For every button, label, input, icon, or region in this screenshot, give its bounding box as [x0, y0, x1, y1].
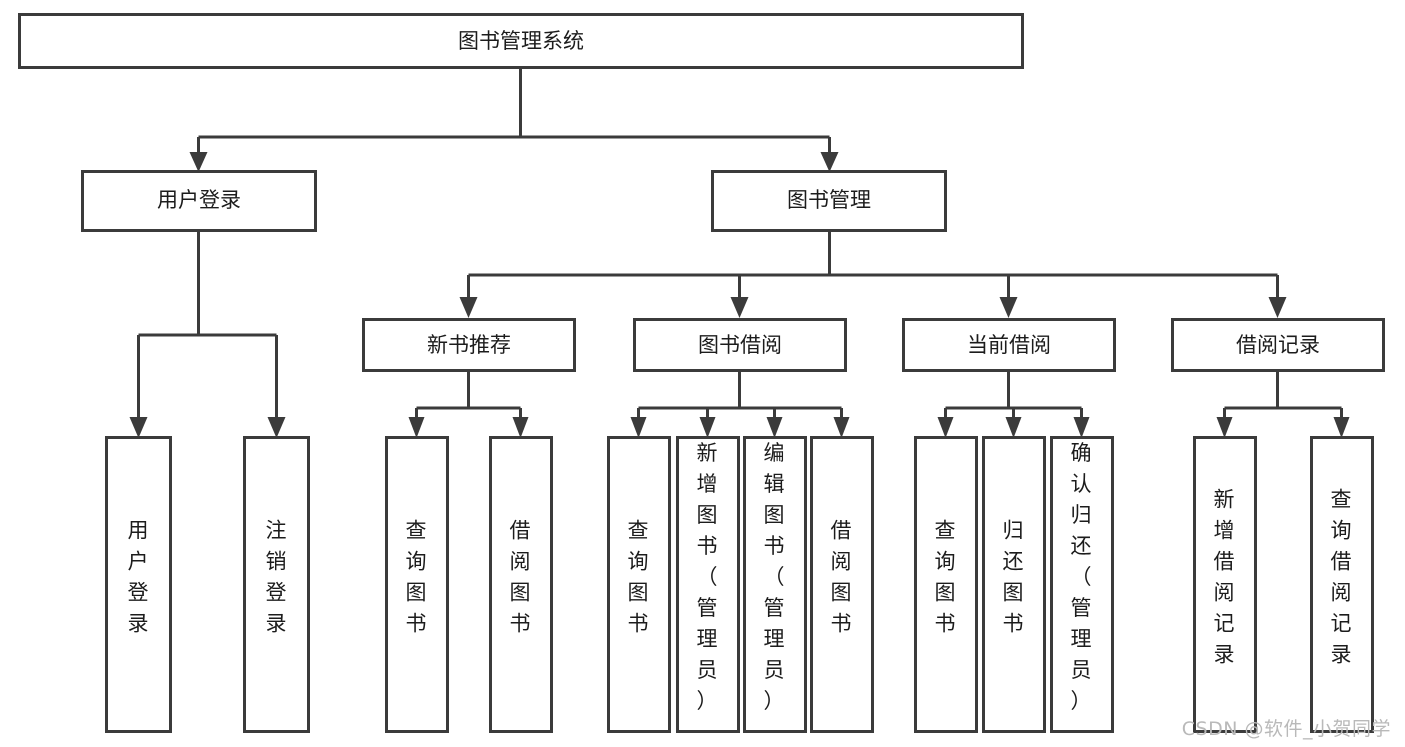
- arrowhead-leaf-borrow-book-2: [833, 417, 850, 438]
- node-leaf-add-record-label: 新增借阅记录: [1214, 488, 1235, 667]
- node-borrow-record-box[interactable]: [1171, 318, 1385, 372]
- arrowhead-leaf-return-book: [1005, 417, 1022, 438]
- connector-group-borrow-record: [1216, 372, 1350, 438]
- node-new-book-recommend-box[interactable]: [362, 318, 576, 372]
- node-leaf-query-book-1[interactable]: 查询图书: [385, 436, 449, 733]
- node-leaf-user-login[interactable]: 用户登录: [105, 436, 172, 733]
- connector-group-user-login: [129, 232, 286, 438]
- arrowhead-new-book-recommend: [459, 297, 478, 318]
- node-new-book-recommend-label: 新书推荐: [427, 333, 511, 357]
- node-borrow-record[interactable]: 借阅记录: [1171, 318, 1385, 372]
- node-leaf-confirm-return-label: 确认归还（管理员）: [1071, 441, 1092, 713]
- arrowhead-book-management: [820, 152, 839, 172]
- node-leaf-add-record-box[interactable]: [1193, 436, 1257, 733]
- arrowhead-leaf-user-login: [129, 417, 148, 438]
- node-leaf-query-book-2-box[interactable]: [607, 436, 671, 733]
- node-root[interactable]: 图书管理系统: [18, 13, 1024, 69]
- arrowhead-leaf-user-logout: [267, 417, 286, 438]
- node-leaf-confirm-return-box[interactable]: [1050, 436, 1114, 733]
- node-book-borrow-box[interactable]: [633, 318, 847, 372]
- node-user-login-label: 用户登录: [157, 188, 241, 212]
- arrowhead-leaf-confirm-return: [1073, 417, 1090, 438]
- node-leaf-add-book-label: 新增图书（管理员）: [697, 441, 718, 713]
- arrowhead-leaf-query-book-2: [630, 417, 647, 438]
- node-leaf-add-book-box[interactable]: [676, 436, 740, 733]
- node-current-borrow-box[interactable]: [902, 318, 1116, 372]
- arrowhead-leaf-edit-book: [766, 417, 783, 438]
- arrowhead-book-borrow: [730, 297, 749, 318]
- node-leaf-user-login-box[interactable]: [105, 436, 172, 733]
- node-leaf-query-book-2[interactable]: 查询图书: [607, 436, 671, 733]
- node-leaf-user-logout[interactable]: 注销登录: [243, 436, 310, 733]
- node-leaf-edit-book[interactable]: 编辑图书（管理员）: [743, 436, 807, 733]
- node-leaf-borrow-book-1-box[interactable]: [489, 436, 553, 733]
- node-leaf-query-book-1-box[interactable]: [385, 436, 449, 733]
- connector-group-root: [189, 68, 839, 172]
- node-book-management-box[interactable]: [711, 170, 947, 232]
- arrowhead-borrow-record: [1268, 297, 1287, 318]
- node-leaf-query-book-3[interactable]: 查询图书: [914, 436, 978, 733]
- node-leaf-query-record[interactable]: 查询借阅记录: [1310, 436, 1374, 733]
- node-new-book-recommend[interactable]: 新书推荐: [362, 318, 576, 372]
- node-leaf-edit-book-label: 编辑图书（管理员）: [764, 441, 785, 713]
- node-current-borrow[interactable]: 当前借阅: [902, 318, 1116, 372]
- arrowhead-leaf-query-record: [1333, 417, 1350, 438]
- node-leaf-add-book[interactable]: 新增图书（管理员）: [676, 436, 740, 733]
- node-book-management-label: 图书管理: [787, 188, 871, 212]
- node-leaf-user-logout-label: 注销登录: [266, 519, 287, 636]
- node-leaf-borrow-book-2-box[interactable]: [810, 436, 874, 733]
- arrowhead-leaf-add-book: [699, 417, 716, 438]
- connector-group-current-borrow: [937, 372, 1090, 438]
- node-leaf-confirm-return[interactable]: 确认归还（管理员）: [1050, 436, 1114, 733]
- node-leaf-query-record-box[interactable]: [1310, 436, 1374, 733]
- node-leaf-borrow-book-2-label: 借阅图书: [831, 519, 852, 636]
- node-leaf-add-record[interactable]: 新增借阅记录: [1193, 436, 1257, 733]
- node-current-borrow-label: 当前借阅: [967, 333, 1051, 357]
- node-leaf-return-book[interactable]: 归还图书: [982, 436, 1046, 733]
- node-root-label: 图书管理系统: [458, 29, 584, 53]
- node-user-login[interactable]: 用户登录: [81, 170, 317, 232]
- node-leaf-query-book-2-label: 查询图书: [628, 519, 649, 636]
- arrowhead-leaf-borrow-book-1: [512, 417, 529, 438]
- node-leaf-query-book-3-box[interactable]: [914, 436, 978, 733]
- arrowhead-leaf-query-book-1: [408, 417, 425, 438]
- node-leaf-user-logout-box[interactable]: [243, 436, 310, 733]
- node-user-login-box[interactable]: [81, 170, 317, 232]
- node-leaf-query-book-3-label: 查询图书: [935, 519, 956, 636]
- node-book-management[interactable]: 图书管理: [711, 170, 947, 232]
- node-leaf-borrow-book-2[interactable]: 借阅图书: [810, 436, 874, 733]
- node-root-box[interactable]: [18, 13, 1024, 69]
- connector-group-new-book-recommend: [408, 372, 529, 438]
- connector-group-book-management: [459, 232, 1287, 318]
- arrowhead-leaf-add-record: [1216, 417, 1233, 438]
- node-leaf-return-book-label: 归还图书: [1003, 519, 1024, 636]
- node-book-borrow-label: 图书借阅: [698, 333, 782, 357]
- node-leaf-borrow-book-1-label: 借阅图书: [510, 519, 531, 636]
- connector-group-book-borrow: [630, 372, 850, 438]
- node-leaf-borrow-book-1[interactable]: 借阅图书: [489, 436, 553, 733]
- arrowhead-current-borrow: [999, 297, 1018, 318]
- arrowhead-user-login: [189, 152, 208, 172]
- node-book-borrow[interactable]: 图书借阅: [633, 318, 847, 372]
- node-leaf-return-book-box[interactable]: [982, 436, 1046, 733]
- node-borrow-record-label: 借阅记录: [1236, 333, 1320, 357]
- node-leaf-user-login-label: 用户登录: [128, 519, 149, 636]
- node-leaf-edit-book-box[interactable]: [743, 436, 807, 733]
- node-leaf-query-book-1-label: 查询图书: [406, 519, 427, 636]
- arrowhead-leaf-query-book-3: [937, 417, 954, 438]
- node-leaf-query-record-label: 查询借阅记录: [1331, 488, 1352, 667]
